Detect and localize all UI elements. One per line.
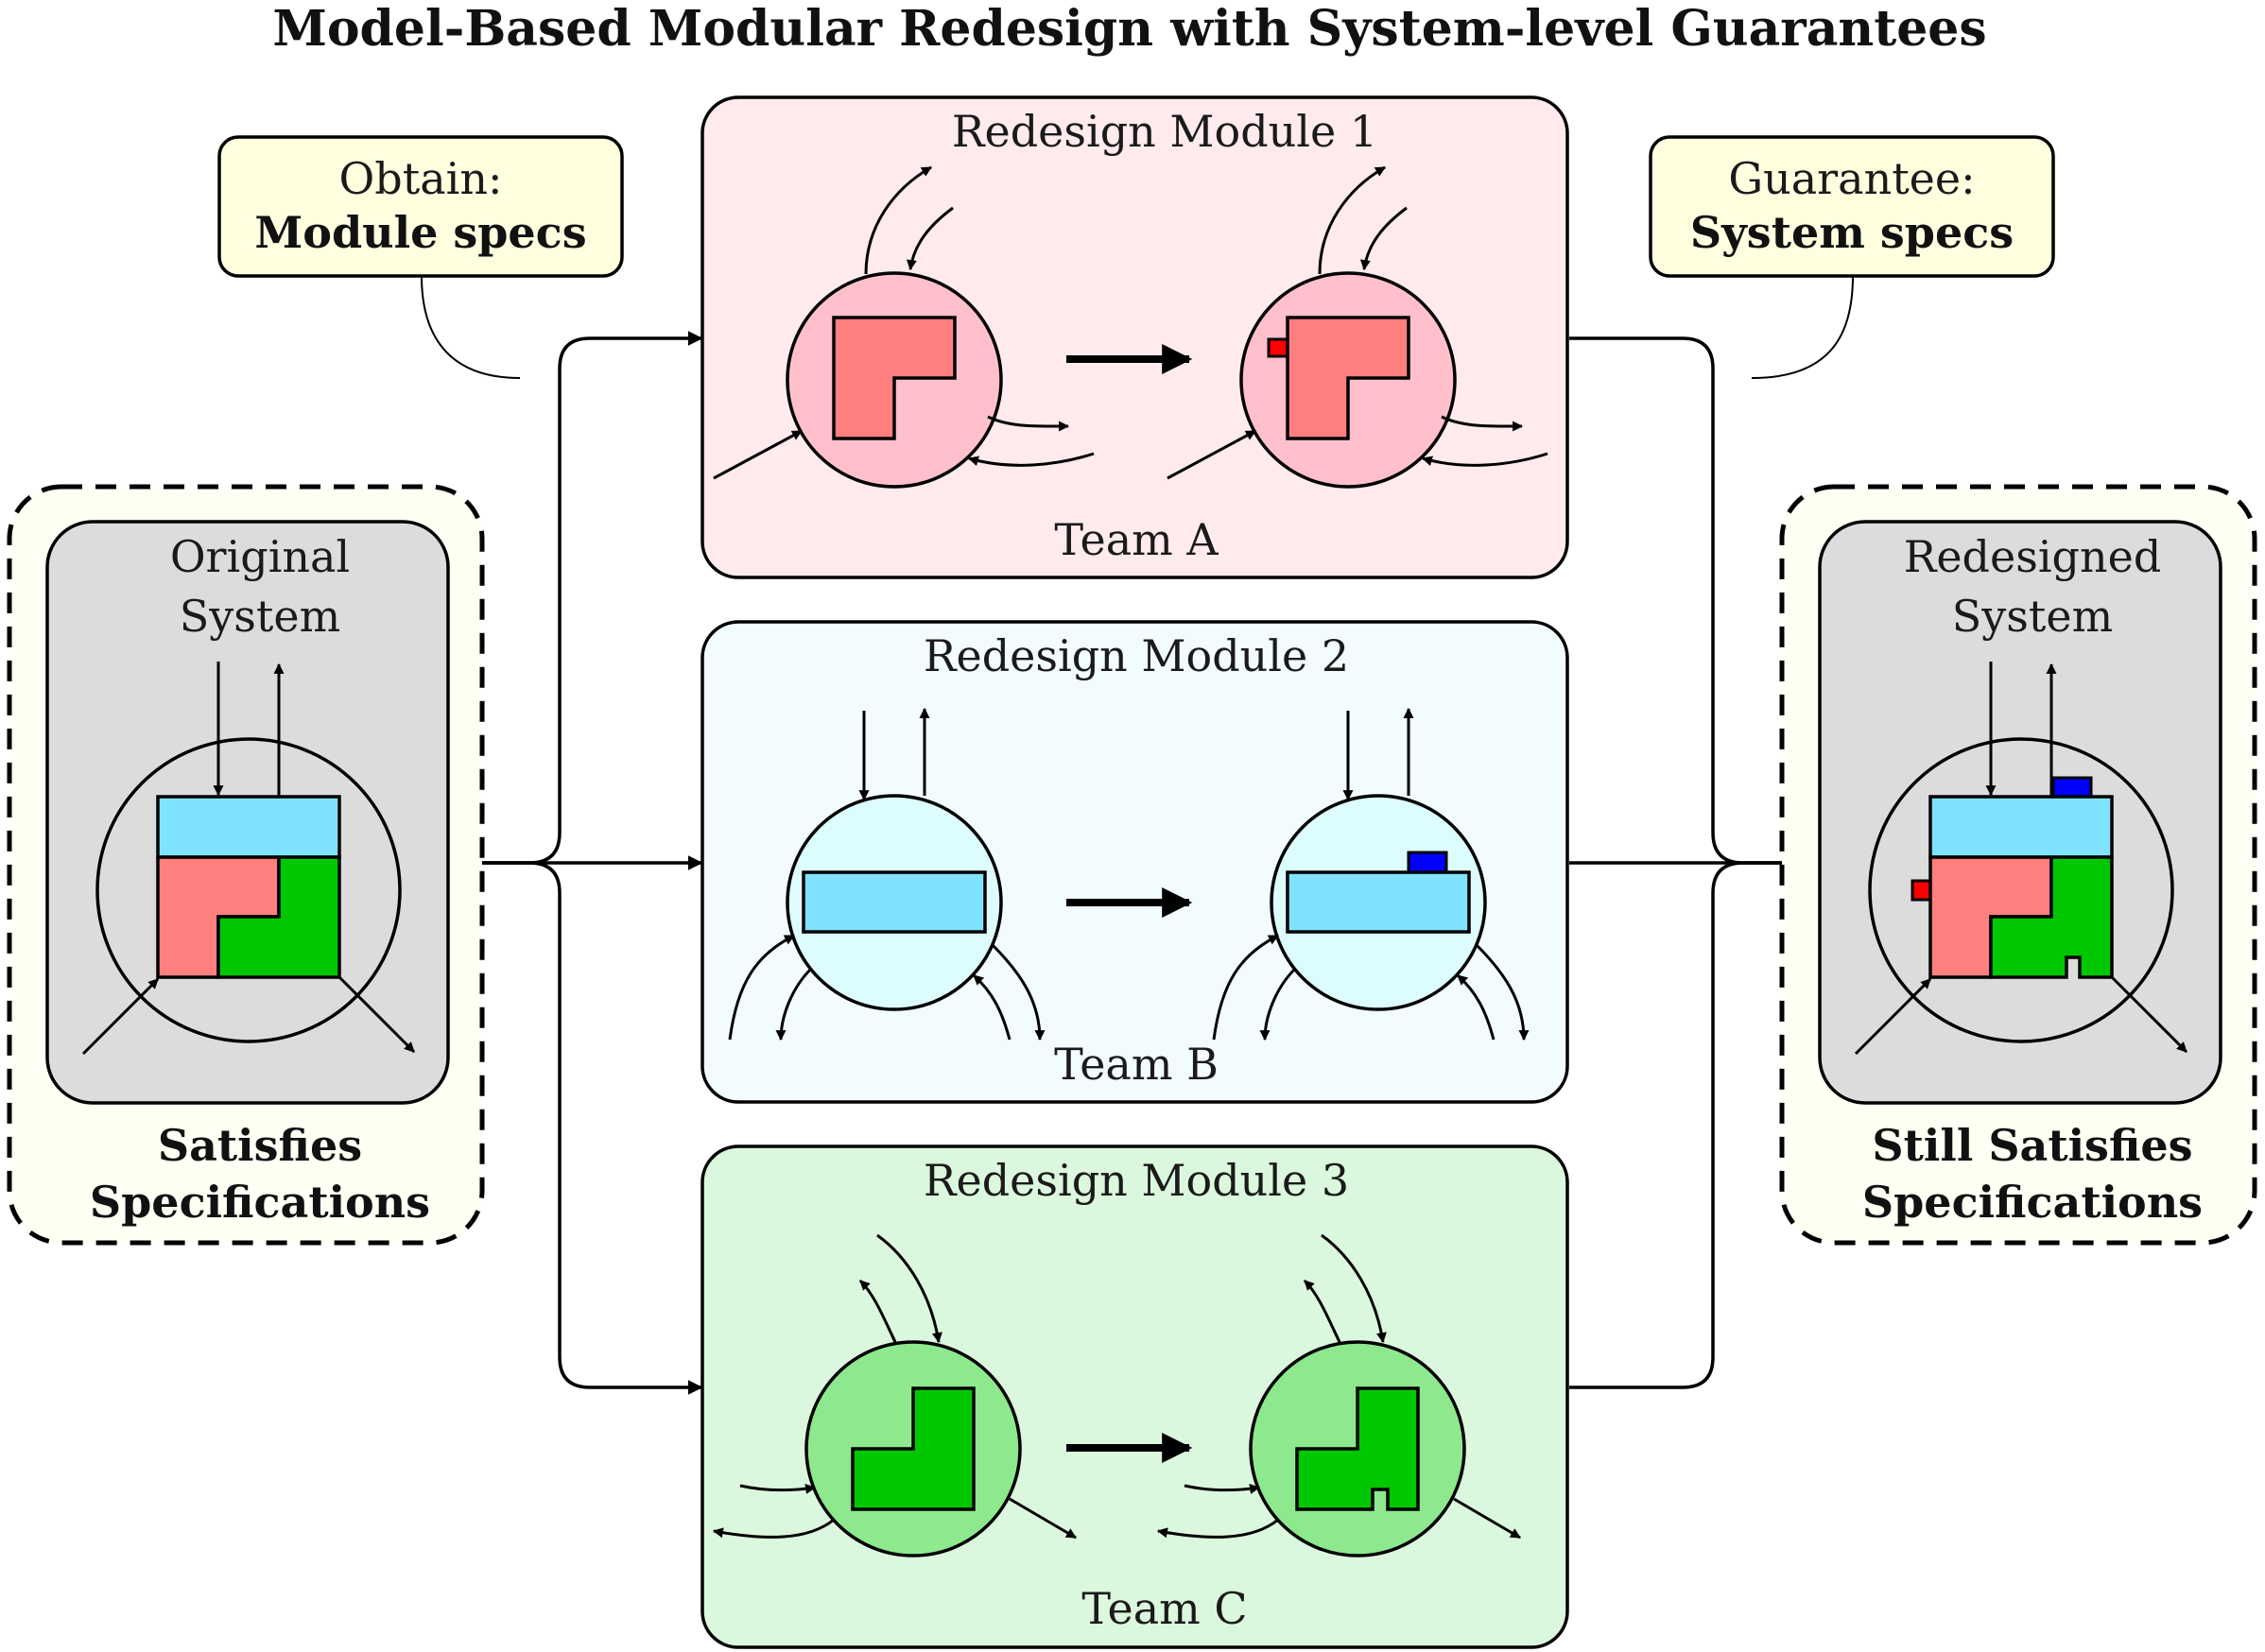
module-1-before-in-top (906, 206, 954, 271)
module-3-before-in-top (876, 1233, 942, 1344)
original-output-arrow-se (337, 975, 416, 1054)
module-2-before (728, 707, 1046, 1041)
redesigned-system-panel: Redesigned System Still Satisfies Specif… (1779, 484, 2257, 1246)
module-3-after-out-left (1156, 1518, 1279, 1539)
redesigned-caption-line1: Still Satisfies (1872, 1120, 2192, 1171)
module-1-after-part (1286, 316, 1410, 440)
module-3-before-out-right (1009, 1497, 1077, 1540)
module-2-team: Team B (1054, 1039, 1219, 1090)
guarantee-value: System specs (1690, 207, 2014, 258)
original-caption-line2: Specifications (90, 1177, 430, 1228)
original-caption-line1: Satisfies (158, 1120, 362, 1171)
module-2-after-part (1286, 870, 1471, 934)
module-3-before-out-left (712, 1518, 835, 1539)
module-1-after-out-top (1318, 165, 1386, 275)
module-2-after-out-left (1212, 934, 1279, 1041)
module-1-after-in-top (1359, 206, 1408, 271)
module-1-before-out-top (864, 165, 932, 275)
module-2-before-part (802, 870, 987, 934)
original-label-line2: System (180, 591, 340, 642)
module-3-after-out-top (1303, 1279, 1341, 1343)
module-1-before-in-left (713, 429, 803, 480)
redesigned-blue-patch (2051, 776, 2093, 799)
redesigned-caption-line2: Specifications (1862, 1177, 2203, 1228)
redesigned-system-circle (1868, 737, 2174, 1043)
module-2-after-in-right (1456, 973, 1496, 1041)
obtain-label: Obtain: (339, 153, 503, 204)
module-2-before-in-right (972, 973, 1011, 1041)
module-3-after-part (1295, 1386, 1420, 1511)
module-3-after-out-right (1453, 1497, 1521, 1540)
original-system-circle (95, 737, 402, 1043)
module-1-after (1167, 165, 1548, 489)
module-3-before-in-left (739, 1484, 817, 1494)
original-label-line1: Original (170, 531, 350, 582)
guarantee-label: Guarantee: (1728, 153, 1975, 204)
module-2-after-in-left (1259, 967, 1297, 1041)
module-1-after-in-left (1167, 429, 1256, 480)
module-2-after (1212, 707, 1530, 1041)
redesigned-red-patch (1911, 879, 1932, 902)
obtain-callout-box (217, 135, 624, 278)
obtain-callout: Obtain: Module specs (217, 135, 624, 379)
diagram-title: Model-Based Modular Redesign with System… (272, 0, 1986, 58)
redesigned-label-line2: System (1952, 591, 2113, 642)
module-1-title: Redesign Module 1 (952, 106, 1377, 157)
module-1-red-patch (1267, 337, 1289, 358)
module-3-after (1156, 1233, 1521, 1557)
module-1-before (713, 165, 1095, 489)
redesigned-green-part (1989, 855, 2114, 979)
module-3-before (712, 1233, 1077, 1557)
module-2-before-out-left (728, 934, 795, 1041)
module-1-after-out-right (1441, 415, 1524, 432)
original-blue-part (156, 795, 341, 859)
module-1-team: Team A (1054, 514, 1219, 565)
module-3-after-in-left (1184, 1484, 1261, 1494)
module-3-team: Team C (1081, 1583, 1247, 1634)
module-2-blue-patch (1407, 851, 1448, 874)
original-system-panel: Original System Satisfies Specifications (7, 484, 485, 1246)
guarantee-callout: Guarantee: System specs (1649, 135, 2055, 379)
module-1-after-in-right (1421, 452, 1548, 467)
module-2-before-in-left (775, 967, 813, 1041)
original-input-arrow-sw (81, 977, 160, 1056)
module-1-before-out-right (987, 415, 1070, 432)
redesigned-input-arrow-sw (1854, 977, 1932, 1056)
original-green-part (216, 855, 341, 979)
redesigned-output-arrow-se (2110, 975, 2188, 1054)
module-3-before-part (851, 1386, 976, 1511)
module-3-panel: Redesign Module 3 Team C (700, 1144, 1569, 1649)
module-2-after-out-right (1475, 943, 1530, 1041)
module-3-before-out-top (858, 1279, 897, 1343)
redesigned-label-line1: Redesigned (1904, 531, 2162, 582)
module-2-panel: Redesign Module 2 Team B (700, 620, 1569, 1104)
module-1-before-part (832, 316, 957, 440)
module-3-title: Redesign Module 3 (924, 1155, 1349, 1206)
flow-connectors (452, 331, 1822, 1395)
obtain-value: Module specs (254, 207, 586, 258)
module-2-before-out-right (991, 943, 1046, 1041)
redesigned-blue-part (1928, 795, 2114, 859)
module-1-before-in-right (967, 452, 1095, 467)
guarantee-callout-box (1649, 135, 2055, 278)
module-3-after-in-top (1321, 1233, 1387, 1344)
module-2-title: Redesign Module 2 (924, 630, 1349, 681)
module-1-panel: Redesign Module 1 Team A (700, 95, 1569, 579)
